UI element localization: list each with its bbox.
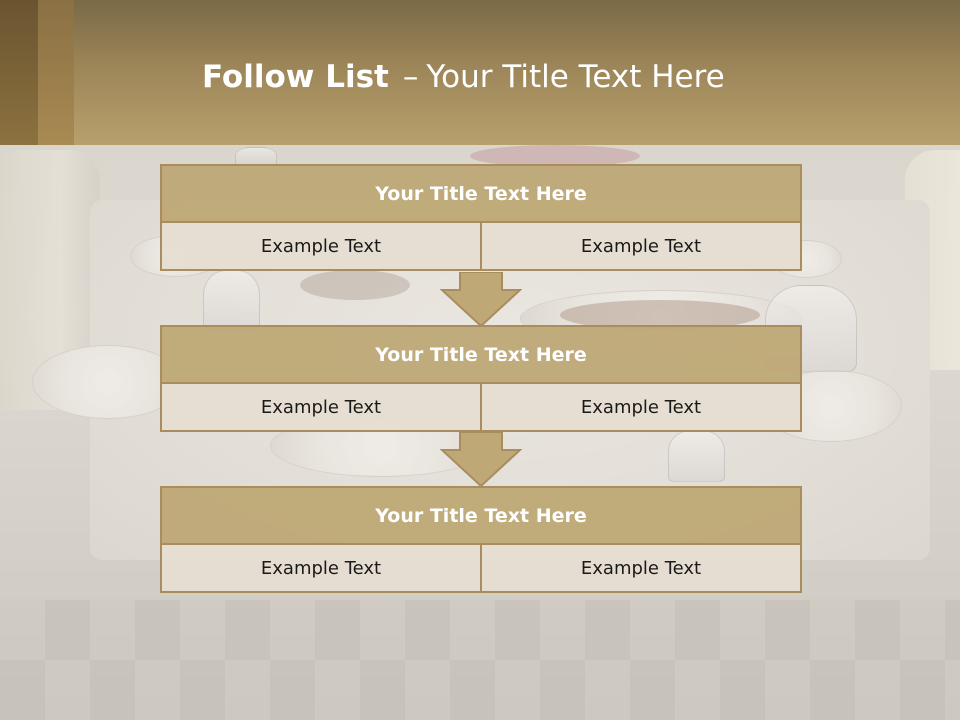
block-cell-left: Example Text [160, 223, 482, 271]
checkered-cloth [0, 660, 960, 720]
block-row: Example Text Example Text [160, 545, 802, 595]
checkered-cloth [0, 600, 960, 660]
flow-block-3: Your Title Text Here Example Text Exampl… [160, 486, 802, 595]
block-cell-right: Example Text [482, 384, 802, 432]
title-bold: Follow List [202, 59, 389, 95]
slide-title: Follow List–Your Title Text Here [202, 55, 725, 99]
title-rest: Your Title Text Here [426, 59, 725, 95]
plate [32, 345, 184, 419]
header-accent-dark [0, 0, 38, 145]
flow-block-2: Your Title Text Here Example Text Exampl… [160, 325, 802, 434]
block-row: Example Text Example Text [160, 223, 802, 273]
food-flowers [470, 145, 640, 167]
block-cell-right: Example Text [482, 223, 802, 271]
block-title: Your Title Text Here [160, 164, 802, 223]
down-arrow-icon [440, 432, 522, 487]
food [300, 270, 410, 300]
block-title: Your Title Text Here [160, 486, 802, 545]
block-row: Example Text Example Text [160, 384, 802, 434]
header-accent-mid [38, 0, 74, 145]
water-glass [668, 430, 725, 482]
flow-block-1: Your Title Text Here Example Text Exampl… [160, 164, 802, 273]
block-cell-right: Example Text [482, 545, 802, 593]
block-cell-left: Example Text [160, 384, 482, 432]
header-band [0, 0, 960, 145]
block-cell-left: Example Text [160, 545, 482, 593]
wine-glass [203, 270, 260, 332]
down-arrow-icon [440, 272, 522, 327]
block-title: Your Title Text Here [160, 325, 802, 384]
title-dash: – [402, 59, 419, 95]
